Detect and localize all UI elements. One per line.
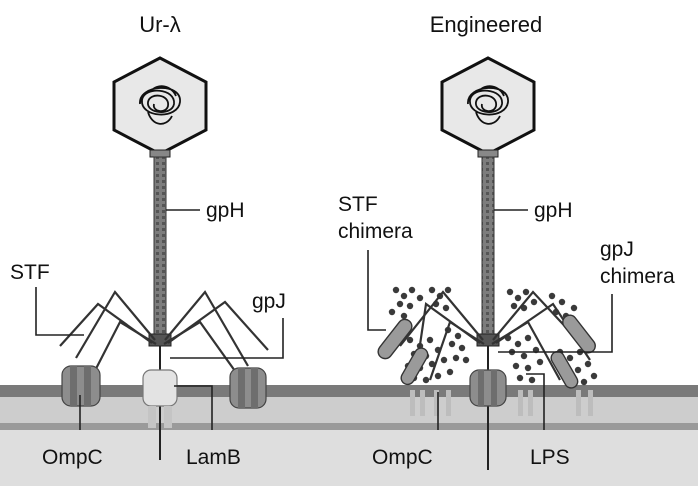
leader-lamb [174,385,213,430]
ompc-porin-right [469,369,507,407]
dna-coil-left [139,85,181,125]
label-gph-right: gpH [534,199,573,222]
title-left: Ur-λ [139,12,181,37]
ompc-porin-left [61,365,101,407]
label-stf-left: STF [10,261,50,284]
capsid-right [440,56,536,156]
left-panel-urlambda: Ur-λ gpH STF gpJ OmpC LamB [10,12,286,469]
dna-coil-right [467,85,509,125]
label-lps: LPS [530,446,570,469]
label-ompc-right: OmpC [372,446,433,469]
capsid-left [112,56,208,156]
cytoplasm-band [0,430,698,486]
tail-tube-left [153,156,167,338]
side-tail-fibers-left [59,290,269,393]
leader-gpj-left [170,318,284,359]
lps-stalks [410,390,593,416]
leader-stf-left [35,287,84,336]
right-panel-engineered: Engineered gpH STF chimera gpJ chimera O… [338,12,675,470]
cell-membrane [0,385,698,486]
lps-cluster-6 [504,334,544,384]
outer-membrane-line [0,385,698,397]
label-gpj-left: gpJ [252,290,286,313]
leader-lps [526,373,545,430]
label-gpj-chimera-line2: chimera [600,265,675,288]
neck-left [149,149,171,158]
stf-chimera-tips [377,314,596,389]
periplasm-band [0,397,698,423]
neck-right [477,149,499,158]
tail-tube-right [481,156,495,338]
label-lamb: LamB [186,446,241,469]
lps-cluster-5 [506,288,538,312]
label-gpj-chimera-line1: gpJ [600,238,634,261]
leader-gpj-chimera [498,294,613,353]
inner-membrane-line [0,423,698,430]
lps-molecules [388,286,598,386]
label-stf-chimera-line2: chimera [338,220,413,243]
title-right: Engineered [430,12,543,37]
lps-cluster-1 [388,286,424,320]
lamb-receptor [142,369,178,428]
label-gph-left: gpH [206,199,245,222]
label-stf-chimera-line1: STF [338,193,378,216]
leader-stf-chimera [367,250,386,331]
label-ompc-left: OmpC [42,446,103,469]
porin-left-panel-right [229,367,267,409]
